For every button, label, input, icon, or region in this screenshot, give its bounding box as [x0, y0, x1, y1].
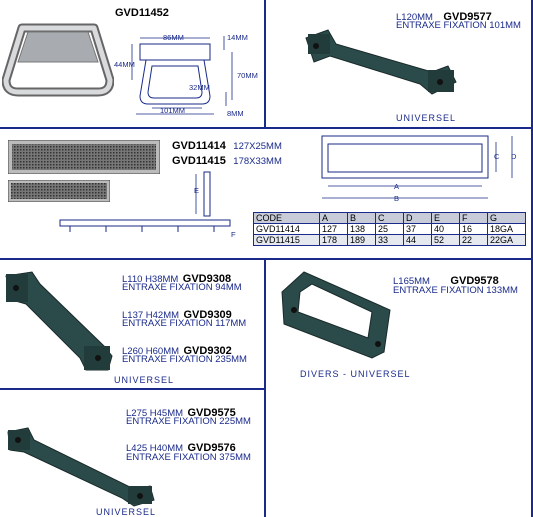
table-cell: GVD11414: [253, 223, 320, 235]
divider-h-1: [0, 127, 533, 129]
entraxe-text: ENTRAXE FIXATION 94MM: [122, 282, 242, 293]
metal-handle-image: [2, 23, 114, 97]
black-handle-image: [281, 271, 391, 359]
dim-top: 86MM: [163, 33, 184, 42]
table-cell: 18GA: [487, 223, 526, 235]
table-cell: 138: [347, 223, 376, 235]
table-header: A: [319, 212, 348, 224]
ref-line-1: GVD11414 127X25MM: [172, 136, 282, 154]
dim-right-top: 14MM: [227, 33, 248, 42]
entraxe-text: ENTRAXE FIXATION 133MM: [393, 285, 518, 296]
divider-h-3: [0, 388, 266, 390]
table-header: G: [487, 212, 526, 224]
product-line: L120MM GVD9577: [396, 7, 492, 25]
mesh-vent-small-image: [8, 180, 110, 202]
black-handle-image: [305, 29, 457, 95]
variant-ref: GVD9309: [183, 309, 232, 321]
variant-ref: GVD9308: [182, 273, 232, 285]
table-cell: 127: [319, 223, 348, 235]
note: DIVERS - UNIVERSEL: [300, 369, 411, 379]
divider-v-right: [531, 0, 533, 517]
letter-d: D: [511, 152, 517, 161]
letter-e: E: [194, 186, 200, 195]
letter-c: C: [494, 152, 500, 161]
variant-line-1: L275 H45MM GVD9575: [126, 403, 236, 421]
table-header: B: [347, 212, 376, 224]
letter-a: A: [394, 182, 400, 191]
dim-right-mid: 70MM: [237, 71, 258, 80]
vent-front-drawing: [321, 135, 513, 199]
note: UNIVERSEL: [396, 113, 457, 123]
dim-inner: 32MM: [189, 83, 210, 92]
variant-size: L137 H42MM: [122, 310, 180, 321]
product-ref-2: GVD11415: [172, 155, 226, 167]
variant-line-2: L425 H40MM GVD9576: [126, 438, 236, 456]
product-length: L120MM: [396, 12, 433, 23]
mesh-vent-large-image: [8, 140, 160, 174]
metal-handle-drawing: [131, 36, 233, 115]
table-row: GVD11415 178 189 33 44 52 22 22GA: [253, 234, 526, 246]
note: UNIVERSEL: [114, 375, 175, 385]
table-cell: 33: [375, 234, 404, 246]
dim-left: 44MM: [114, 60, 135, 69]
table-header-row: CODE A B C D E F G: [253, 212, 526, 224]
table-cell: 52: [431, 234, 460, 246]
table-cell: 178: [319, 234, 348, 246]
variant-size: L110 H38MM: [122, 274, 179, 285]
table-header: D: [403, 212, 432, 224]
spec-table: CODE A B C D E F G GVD11414 127 138 25 3…: [253, 212, 526, 246]
table-cell: 22: [459, 234, 488, 246]
entraxe-text: ENTRAXE FIXATION 375MM: [126, 452, 251, 463]
variant-ref: GVD9302: [183, 345, 232, 357]
divider-h-2: [0, 258, 533, 260]
table-cell: GVD11415: [253, 234, 320, 246]
table-cell: 22GA: [487, 234, 526, 246]
note: UNIVERSEL: [96, 507, 157, 517]
product-length: L165MM: [393, 276, 430, 287]
product-ref: GVD9577: [443, 11, 492, 23]
vent-side-drawing: [195, 171, 211, 217]
black-handle-image: [5, 271, 113, 371]
table-cell: 37: [403, 223, 432, 235]
variant-line-2: L137 H42MM GVD9309: [122, 305, 232, 323]
product-ref-1: GVD11414: [172, 140, 226, 152]
variant-size: L275 H45MM: [126, 408, 184, 419]
table-row: GVD11414 127 138 25 37 40 16 18GA: [253, 223, 526, 235]
product-ref: GVD11452: [115, 7, 169, 19]
entraxe-text: ENTRAXE FIXATION 117MM: [122, 318, 247, 329]
variant-line-3: L260 H60MM GVD9302: [122, 341, 232, 359]
table-cell: 40: [431, 223, 460, 235]
letter-f: F: [231, 230, 236, 239]
divider-v-bottom: [264, 388, 266, 517]
entraxe-text: ENTRAXE FIXATION 225MM: [126, 416, 251, 427]
table-cell: 44: [403, 234, 432, 246]
product-size-1: 127X25MM: [233, 141, 282, 152]
vent-bottom-drawing: [59, 219, 231, 232]
product-size-2: 178X33MM: [233, 156, 282, 167]
table-header: CODE: [253, 212, 320, 224]
divider-v-top: [264, 0, 266, 128]
table-cell: 16: [459, 223, 488, 235]
dim-right-bot: 8MM: [227, 109, 244, 118]
variant-line-1: L110 H38MM GVD9308: [122, 269, 231, 287]
table-cell: 25: [375, 223, 404, 235]
ref-line-2: GVD11415 178X33MM: [172, 151, 282, 169]
table-header: E: [431, 212, 460, 224]
variant-ref: GVD9576: [187, 442, 236, 454]
black-handle-image: [7, 427, 155, 507]
divider-v-mid: [264, 258, 266, 390]
letter-b: B: [394, 194, 400, 203]
dim-bottom: 101MM: [160, 106, 186, 115]
variant-size: L260 H60MM: [122, 346, 180, 357]
variant-size: L425 H40MM: [126, 443, 184, 454]
product-line: L165MM GVD9578: [393, 271, 499, 289]
entraxe-text: ENTRAXE FIXATION 101MM: [396, 20, 521, 31]
variant-ref: GVD9575: [187, 407, 236, 419]
product-ref: GVD9578: [450, 275, 499, 287]
entraxe-text: ENTRAXE FIXATION 235MM: [122, 354, 247, 365]
table-header: F: [459, 212, 488, 224]
table-cell: 189: [347, 234, 376, 246]
table-header: C: [375, 212, 404, 224]
